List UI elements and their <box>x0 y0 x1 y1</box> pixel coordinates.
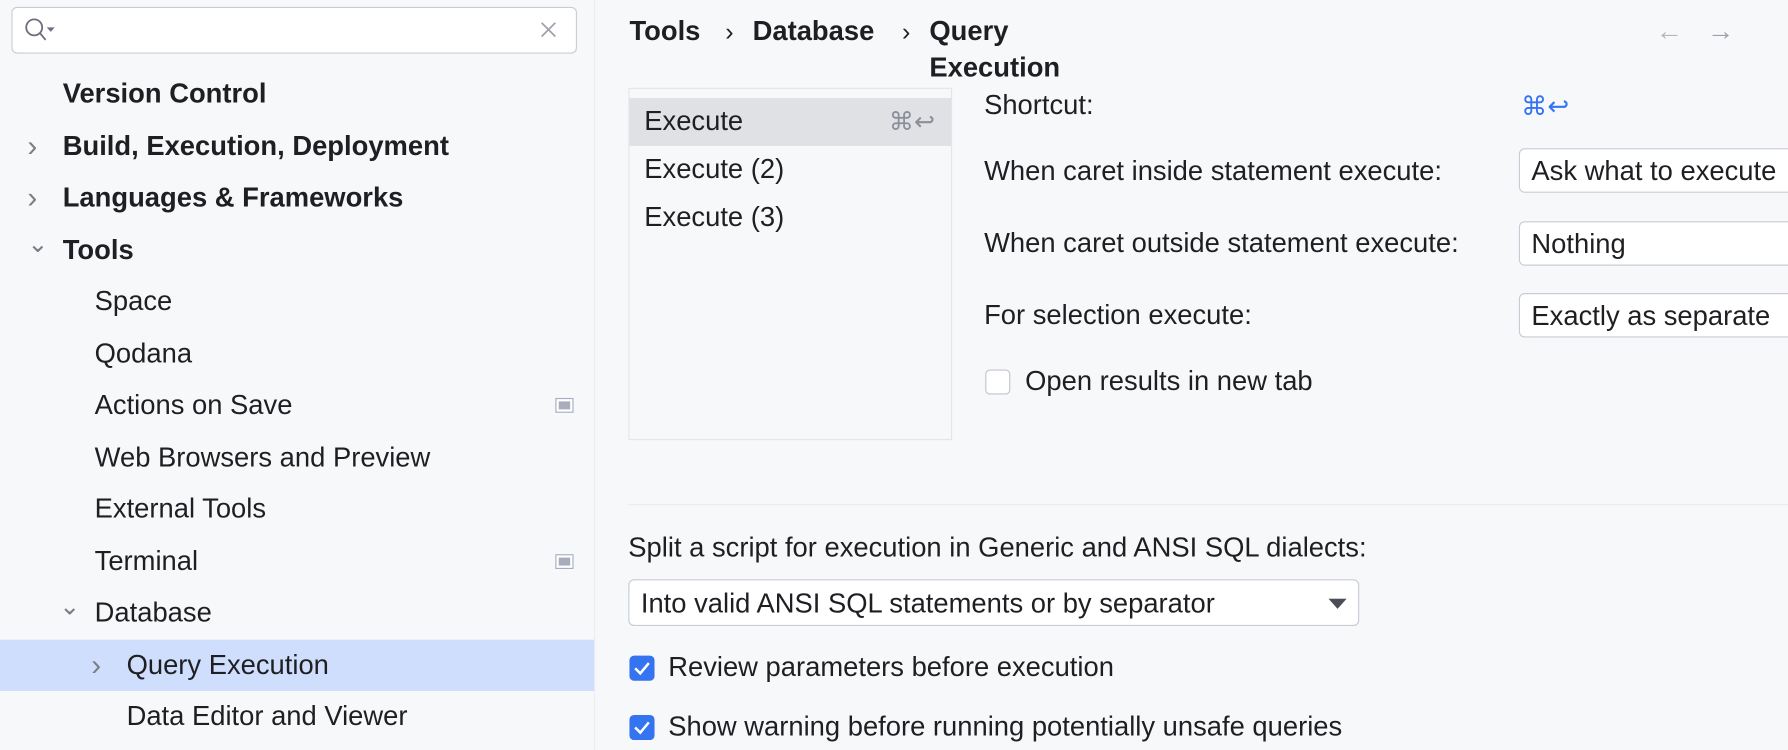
sidebar-item-database[interactable]: ⌄ Database <box>0 587 594 638</box>
dropdown-value: Into valid ANSI SQL statements or by sep… <box>640 588 1215 620</box>
search-icon <box>25 18 55 41</box>
list-item-label: Execute (3) <box>644 201 785 233</box>
checkmark-icon <box>634 662 650 676</box>
checkmark-icon <box>634 721 650 735</box>
breadcrumb-separator: › <box>725 17 734 46</box>
sidebar-item-label: Web Browsers and Preview <box>94 441 431 473</box>
shortcut-label: Shortcut: <box>984 90 1094 121</box>
sidebar-item-web-browsers-and-preview[interactable]: Web Browsers and Preview <box>0 432 594 483</box>
project-settings-icon <box>555 553 574 569</box>
sidebar-item-languages-frameworks[interactable]: › Languages & Frameworks <box>0 172 594 223</box>
review-parameters-checkbox[interactable] <box>629 655 655 681</box>
sidebar-item-label: Terminal <box>94 545 199 577</box>
list-item-execute[interactable]: Execute ⌘↩ <box>629 98 952 146</box>
caret-outside-dropdown[interactable]: Nothing <box>1518 221 1788 266</box>
search-field[interactable] <box>62 12 524 47</box>
caret-inside-label: When caret inside statement execute: <box>984 156 1442 188</box>
actions-list: Execute ⌘↩ Execute (2) Execute (3) <box>628 87 953 441</box>
search-input[interactable] <box>11 6 577 54</box>
breadcrumb-query-execution: Query Execution <box>929 15 1061 84</box>
sidebar-item-label: Data Editor and Viewer <box>126 701 408 733</box>
unsafe-queries-warning-checkbox[interactable] <box>629 714 655 741</box>
chevron-right-icon[interactable]: › <box>27 128 38 163</box>
chevron-down-icon <box>1328 598 1347 609</box>
list-item-execute-2[interactable]: Execute (2) <box>629 146 951 194</box>
sidebar-item-query-execution[interactable]: › Query Execution <box>0 639 595 691</box>
sidebar-item-version-control[interactable]: Version Control <box>0 68 594 119</box>
forward-arrow-icon[interactable]: → <box>1707 15 1735 47</box>
project-settings-icon <box>555 397 574 413</box>
sidebar-item-label: External Tools <box>94 493 267 525</box>
caret-inside-dropdown[interactable]: Ask what to execute <box>1518 148 1788 193</box>
chevron-down-icon[interactable]: ⌄ <box>59 591 81 621</box>
list-item-label: Execute (2) <box>644 153 785 185</box>
sidebar-item-label: Version Control <box>62 78 267 110</box>
section-divider <box>628 504 1788 506</box>
caret-outside-label: When caret outside statement execute: <box>984 228 1459 259</box>
sidebar-item-data-editor-and-viewer[interactable]: Data Editor and Viewer <box>0 691 594 742</box>
sidebar-item-qodana[interactable]: Qodana <box>0 328 594 379</box>
review-parameters-label[interactable]: Review parameters before execution <box>668 652 1114 684</box>
sidebar-item-label: Qodana <box>94 338 193 369</box>
breadcrumb-separator: › <box>901 17 911 46</box>
unsafe-queries-warning-label[interactable]: Show warning before running potentially … <box>668 711 1343 743</box>
clear-search-icon[interactable] <box>541 22 557 38</box>
shortcut-hint: ⌘↩ <box>888 107 936 136</box>
sidebar-item-actions-on-save[interactable]: Actions on Save <box>0 380 594 431</box>
sidebar-item-label: Actions on Save <box>94 389 293 421</box>
chevron-right-icon[interactable]: › <box>27 180 38 215</box>
shortcut-value-link[interactable]: ⌘↩ <box>1521 91 1570 121</box>
sidebar-item-label: Space <box>94 286 173 318</box>
dropdown-value: Ask what to execute <box>1531 156 1777 188</box>
chevron-down-icon[interactable]: ⌄ <box>27 228 49 258</box>
list-item-execute-3[interactable]: Execute (3) <box>629 194 951 242</box>
list-item-label: Execute <box>644 106 744 137</box>
selection-execute-label: For selection execute: <box>984 299 1252 331</box>
sidebar-item-label: Languages & Frameworks <box>62 182 404 214</box>
sidebar-item-label: Tools <box>62 234 134 266</box>
sidebar-item-space[interactable]: Space <box>0 276 594 327</box>
sidebar-item-label: Database <box>94 597 212 629</box>
open-new-tab-label[interactable]: Open results in new tab <box>1025 366 1313 397</box>
sidebar-item-label: Query Execution <box>126 649 329 681</box>
sidebar-item-tools[interactable]: ⌄ Tools <box>0 224 594 275</box>
open-new-tab-checkbox[interactable] <box>985 369 1011 395</box>
sidebar-item-build-execution-deployment[interactable]: › Build, Execution, Deployment <box>0 120 594 171</box>
breadcrumb-tools[interactable]: Tools <box>629 15 701 47</box>
sidebar-item-external-tools[interactable]: External Tools <box>0 483 594 534</box>
sidebar-item-label: Build, Execution, Deployment <box>62 130 449 162</box>
back-arrow-icon[interactable]: ← <box>1655 15 1684 47</box>
breadcrumb-database[interactable]: Database <box>752 15 875 47</box>
dropdown-value: Exactly as separate <box>1531 301 1771 332</box>
dropdown-value: Nothing <box>1531 229 1626 260</box>
selection-execute-dropdown[interactable]: Exactly as separate <box>1518 293 1788 338</box>
split-script-dropdown[interactable]: Into valid ANSI SQL statements or by sep… <box>628 579 1360 627</box>
settings-sidebar: Version Control › Build, Execution, Deploy… <box>0 0 596 750</box>
chevron-right-icon[interactable]: › <box>91 647 102 682</box>
split-script-label: Split a script for execution in Generic … <box>628 532 1367 564</box>
sidebar-item-terminal[interactable]: Terminal <box>0 535 594 586</box>
